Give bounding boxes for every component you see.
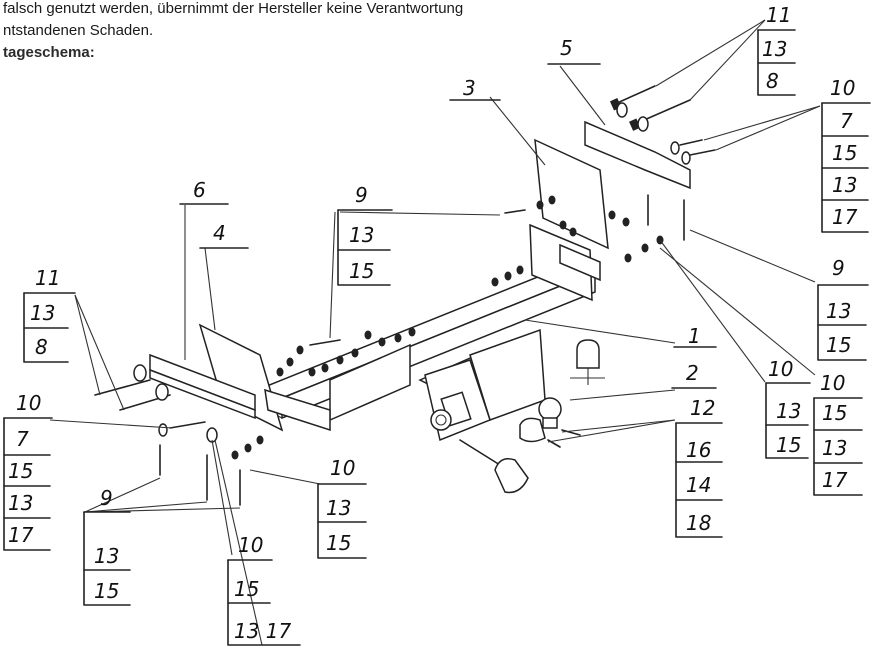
svg-text:10: 10 bbox=[820, 371, 845, 395]
electrical-socket bbox=[459, 439, 529, 494]
callout-11-left: 11 13 8 bbox=[23, 266, 76, 363]
svg-text:10: 10 bbox=[830, 76, 855, 100]
svg-text:16: 16 bbox=[686, 438, 711, 462]
svg-text:8: 8 bbox=[35, 335, 48, 359]
svg-text:9: 9 bbox=[832, 256, 845, 280]
svg-text:17: 17 bbox=[822, 468, 848, 492]
svg-text:15: 15 bbox=[776, 433, 801, 457]
svg-text:15: 15 bbox=[234, 577, 259, 601]
svg-text:13: 13 bbox=[826, 299, 851, 323]
svg-text:11: 11 bbox=[766, 3, 791, 27]
svg-text:15: 15 bbox=[94, 579, 119, 603]
washers-and-nuts bbox=[133, 102, 691, 460]
svg-text:9: 9 bbox=[100, 486, 113, 510]
bracket-plate-part-4 bbox=[198, 323, 331, 432]
callouts: 11 13 8 5 10 7 15 13 17 3 9 bbox=[3, 3, 871, 646]
callout-3: 3 bbox=[449, 76, 501, 101]
callout-6: 6 bbox=[179, 178, 229, 205]
svg-text:7: 7 bbox=[16, 427, 29, 451]
callout-10-mid: 10 13 15 bbox=[765, 357, 811, 459]
callout-5: 5 bbox=[547, 36, 601, 65]
svg-text:15: 15 bbox=[822, 401, 847, 425]
svg-text:13: 13 bbox=[8, 491, 33, 515]
svg-text:10: 10 bbox=[768, 357, 793, 381]
svg-text:8: 8 bbox=[766, 69, 779, 93]
svg-text:13: 13 bbox=[832, 173, 857, 197]
svg-text:15: 15 bbox=[826, 333, 851, 357]
header-line-2: ntstandenen Schaden. bbox=[3, 22, 154, 39]
callout-4: 4 bbox=[199, 221, 249, 249]
callout-10-lower: 10 13 15 bbox=[317, 456, 367, 559]
svg-text:7: 7 bbox=[840, 109, 853, 133]
svg-text:6: 6 bbox=[193, 178, 206, 202]
svg-text:13 17: 13 17 bbox=[234, 619, 292, 643]
svg-text:14: 14 bbox=[686, 473, 711, 497]
svg-text:13: 13 bbox=[776, 399, 801, 423]
tow-ball-part-2 bbox=[519, 339, 605, 443]
svg-text:15: 15 bbox=[832, 141, 857, 165]
svg-text:11: 11 bbox=[35, 266, 60, 290]
header-line-3: tageschema: bbox=[3, 44, 95, 61]
lower-bracket-part-6 bbox=[149, 353, 256, 420]
callout-11-top: 11 13 8 bbox=[757, 3, 796, 96]
svg-text:5: 5 bbox=[560, 36, 573, 60]
callout-2: 2 bbox=[671, 361, 717, 389]
svg-text:13: 13 bbox=[94, 544, 119, 568]
callout-12: 12 16 14 18 bbox=[675, 396, 723, 538]
svg-text:13: 13 bbox=[349, 223, 374, 247]
svg-text:18: 18 bbox=[686, 511, 711, 535]
upper-bracket-part-5 bbox=[584, 120, 691, 190]
svg-text:2: 2 bbox=[686, 361, 699, 385]
svg-text:13: 13 bbox=[822, 436, 847, 460]
svg-text:15: 15 bbox=[8, 459, 33, 483]
callout-10-right2: 10 15 13 17 bbox=[813, 371, 863, 496]
svg-text:15: 15 bbox=[326, 531, 351, 555]
callout-9-center: 9 13 15 bbox=[337, 183, 393, 286]
callout-10-topright: 10 7 15 13 17 bbox=[821, 76, 871, 233]
svg-text:10: 10 bbox=[16, 391, 41, 415]
bolts bbox=[94, 85, 716, 506]
svg-text:15: 15 bbox=[349, 259, 374, 283]
callout-9-right: 9 13 15 bbox=[817, 256, 869, 361]
tow-mount bbox=[424, 328, 546, 442]
callout-1: 1 bbox=[673, 324, 717, 348]
header-line-1: falsch genutzt werden, übernimmt der Her… bbox=[3, 0, 464, 17]
svg-text:13: 13 bbox=[762, 37, 787, 61]
svg-text:9: 9 bbox=[355, 183, 368, 207]
svg-text:4: 4 bbox=[213, 221, 226, 245]
bracket-plate-part-3 bbox=[529, 138, 609, 302]
callout-9-left: 9 13 15 bbox=[83, 486, 131, 606]
svg-text:13: 13 bbox=[326, 496, 351, 520]
svg-text:1: 1 bbox=[688, 324, 701, 348]
svg-text:10: 10 bbox=[330, 456, 355, 480]
svg-text:12: 12 bbox=[690, 396, 715, 420]
callout-10-left: 10 7 15 13 17 bbox=[3, 391, 53, 551]
svg-text:17: 17 bbox=[8, 523, 34, 547]
crossbar-part-1 bbox=[260, 261, 597, 422]
svg-text:17: 17 bbox=[832, 205, 858, 229]
callout-10-bottom: 10 15 13 17 bbox=[227, 533, 301, 646]
svg-text:3: 3 bbox=[463, 76, 476, 100]
svg-text:10: 10 bbox=[238, 533, 263, 557]
svg-text:13: 13 bbox=[30, 301, 55, 325]
